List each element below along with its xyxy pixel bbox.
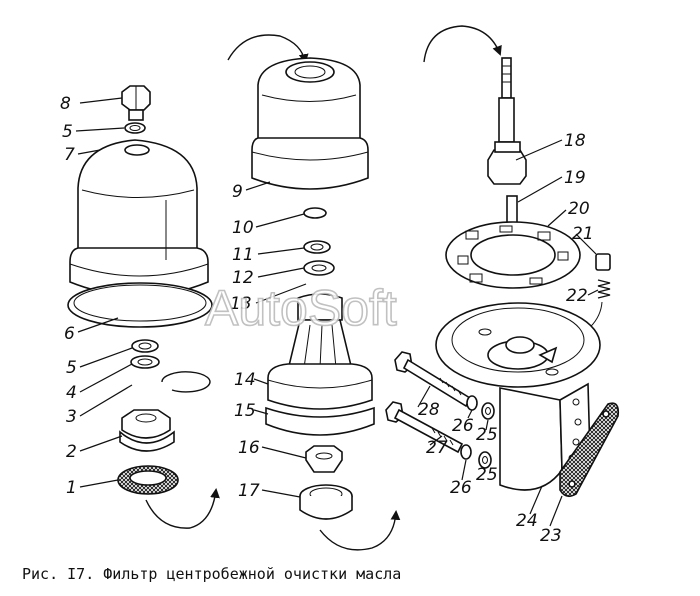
washer-5-lower: [131, 339, 159, 353]
washer-4: [130, 355, 160, 369]
baffle-20: [445, 221, 581, 289]
nut-12: [303, 260, 335, 276]
callout-28: 28: [418, 400, 440, 420]
rotor-body-14: [267, 293, 373, 410]
callout-11: 11: [232, 245, 254, 265]
callout-20: 20: [568, 199, 590, 219]
gasket-23: [559, 402, 620, 498]
callout-21: 21: [572, 224, 594, 244]
callout-25: 25: [476, 465, 498, 485]
base-housing-24: [435, 302, 601, 491]
callout-10: 10: [232, 218, 254, 238]
callout-8: 8: [60, 94, 71, 114]
callout-27: 27: [426, 438, 448, 458]
callout-7: 7: [64, 145, 75, 165]
callout-26: 26: [450, 478, 472, 498]
washer-26-lower: [460, 444, 472, 460]
callout-17: 17: [238, 481, 260, 501]
callout-5: 5: [66, 358, 77, 378]
callout-15: 15: [234, 401, 256, 421]
bolt-27: [385, 401, 464, 454]
washer-5-top: [124, 122, 146, 134]
callout-4: 4: [66, 383, 77, 403]
cap-bolt-8: [121, 85, 151, 121]
rotation-arrow-top: [227, 34, 309, 64]
gasket-6: [67, 282, 213, 328]
snap-ring-3: [161, 371, 211, 393]
callout-22: 22: [566, 286, 588, 306]
callouts: 8 5 7 6 5 4 3 2 1 9 10 11 12 13 14 15 16…: [60, 94, 594, 546]
callout-19: 19: [564, 168, 586, 188]
callout-16: 16: [238, 438, 260, 458]
callout-23: 23: [540, 526, 562, 546]
callout-9: 9: [232, 182, 243, 202]
callout-14: 14: [234, 370, 256, 390]
gasket-1: [117, 465, 179, 495]
callout-12: 12: [232, 268, 254, 288]
leader-lines: [75, 97, 599, 527]
callout-18: 18: [564, 131, 586, 151]
nut-2: [119, 409, 175, 452]
bolt-28: [394, 351, 472, 408]
figure-caption: Рис. I7. Фильтр центробежной очистки мас…: [22, 565, 402, 583]
callout-3: 3: [66, 407, 77, 427]
spring-22: [597, 279, 611, 299]
valve-plunger-21: [595, 253, 611, 271]
seal-ring-15: [265, 406, 375, 436]
watermark: AutoSoft: [205, 280, 397, 336]
callout-5: 5: [62, 122, 73, 142]
washer-25-upper: [481, 402, 495, 420]
callout-26: 26: [452, 416, 474, 436]
filter-cap-7: [69, 139, 209, 297]
nut-16: [305, 445, 343, 473]
callout-2: 2: [66, 442, 77, 462]
rotor-cap-9: [251, 57, 369, 190]
washer-10: [303, 207, 327, 219]
bushing-17: [299, 484, 353, 520]
rotation-arrow-right: [423, 25, 502, 63]
callout-24: 24: [516, 511, 538, 531]
rotation-arrow-bottom: [319, 510, 401, 551]
callout-6: 6: [64, 324, 75, 344]
rotation-arrow-left: [145, 488, 220, 529]
washer-26-upper: [466, 395, 478, 411]
callout-13: 13: [230, 294, 252, 314]
callout-1: 1: [66, 478, 77, 498]
callout-25: 25: [476, 425, 498, 445]
washer-11: [303, 240, 331, 254]
rotor-axle-18: [487, 57, 527, 185]
